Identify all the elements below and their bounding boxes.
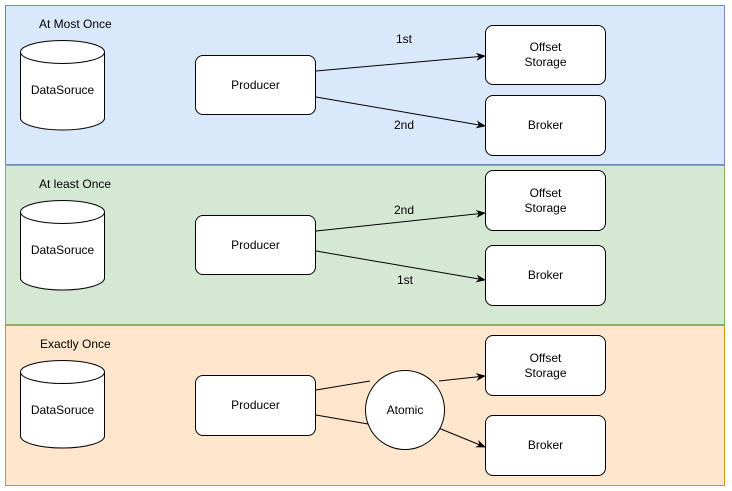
producer-box: Producer: [195, 375, 316, 436]
broker-box: Broker: [485, 415, 606, 476]
offset-storage-box: Offset Storage: [485, 25, 606, 85]
arrow-atomic-to-broker: [435, 426, 486, 448]
producer-label: Producer: [231, 237, 280, 252]
cylinder-icon: [20, 200, 105, 291]
offset-storage-label: Offset Storage: [524, 350, 567, 380]
offset-storage-label: Offset Storage: [524, 40, 567, 69]
broker-label: Broker: [527, 438, 564, 452]
panel-title: At Most Once: [39, 17, 112, 31]
producer-box: Producer: [195, 215, 316, 275]
datasource-label: DataSoruce: [30, 403, 95, 417]
datasource-label: DataSoruce: [30, 243, 95, 257]
arrow-producer-to-broker: [315, 96, 486, 129]
atomic-node: Atomic: [365, 370, 445, 450]
panel-title: At least Once: [39, 177, 112, 191]
arrow-producer-to-atomic: [315, 380, 371, 391]
panel-title: Exactly Once: [40, 337, 111, 351]
edge-label-offset: 2nd: [394, 203, 415, 217]
edge-label-offset: 1st: [396, 32, 413, 46]
cylinder-icon: [20, 40, 105, 131]
broker-label: Broker: [527, 268, 564, 282]
edge-label-broker: 1st: [397, 273, 414, 287]
producer-box: Producer: [195, 55, 316, 115]
datasource-cylinder: DataSoruce: [20, 200, 110, 291]
producer-label: Producer: [231, 398, 280, 412]
cylinder-icon: [20, 360, 105, 449]
edge-label-broker: 2nd: [394, 118, 415, 132]
datasource-cylinder: DataSoruce: [20, 40, 110, 131]
offset-storage-box: Offset Storage: [485, 335, 606, 396]
datasource-cylinder: DataSoruce: [20, 360, 110, 449]
offset-storage-box: Offset Storage: [485, 170, 606, 231]
datasource-label: DataSoruce: [30, 83, 95, 97]
arrow-producer-to-offset: [315, 209, 486, 232]
arrow-producer-to-atomic: [315, 414, 369, 425]
broker-label: Broker: [527, 118, 564, 132]
broker-box: Broker: [485, 95, 606, 156]
atomic-label: Atomic: [386, 403, 424, 417]
offset-storage-label: Offset Storage: [524, 185, 567, 215]
arrow-atomic-to-offset: [438, 372, 486, 382]
broker-box: Broker: [485, 245, 606, 306]
arrow-producer-to-broker: [315, 250, 486, 283]
producer-label: Producer: [231, 77, 280, 92]
arrow-producer-to-offset: [315, 52, 486, 72]
